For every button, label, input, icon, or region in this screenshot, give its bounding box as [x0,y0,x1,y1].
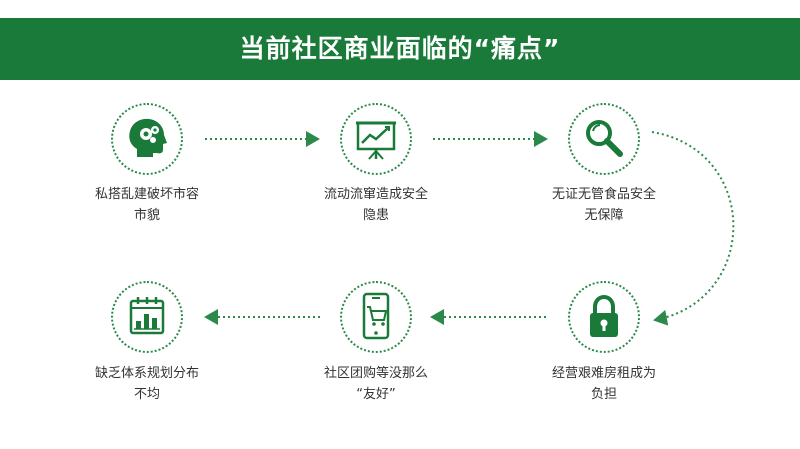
page-title: 当前社区商业面临的“痛点” [239,34,561,63]
arrow-3-to-4 [651,131,735,326]
pain-point-label: 流动流窜造成安全 隐患 [323,187,428,223]
pain-point-label: 社区团购等没那么 “友好” [323,366,428,402]
presentation-chart-icon [356,121,396,160]
icon-circle [568,281,640,353]
pain-point-label: 经营艰难房租成为 负担 [551,366,656,402]
calendar-chart-icon [129,297,165,335]
icon-circle [111,281,183,353]
icon-circle [340,103,412,175]
padlock-icon [590,294,618,337]
icon-circle [111,103,183,175]
pain-point-label: 私搭乱建破坏市容 市貌 [94,187,199,223]
pain-point-label: 无证无管食品安全 无保障 [551,187,656,223]
magnifier-icon [586,120,623,157]
phone-cart-icon [362,292,390,340]
pain-point-label: 缺乏体系规划分布 不均 [94,366,199,402]
title-banner: 当前社区商业面临的“痛点” [0,18,800,80]
icon-circle [340,281,412,353]
head-gears-icon [129,118,167,157]
icon-circle [568,103,640,175]
